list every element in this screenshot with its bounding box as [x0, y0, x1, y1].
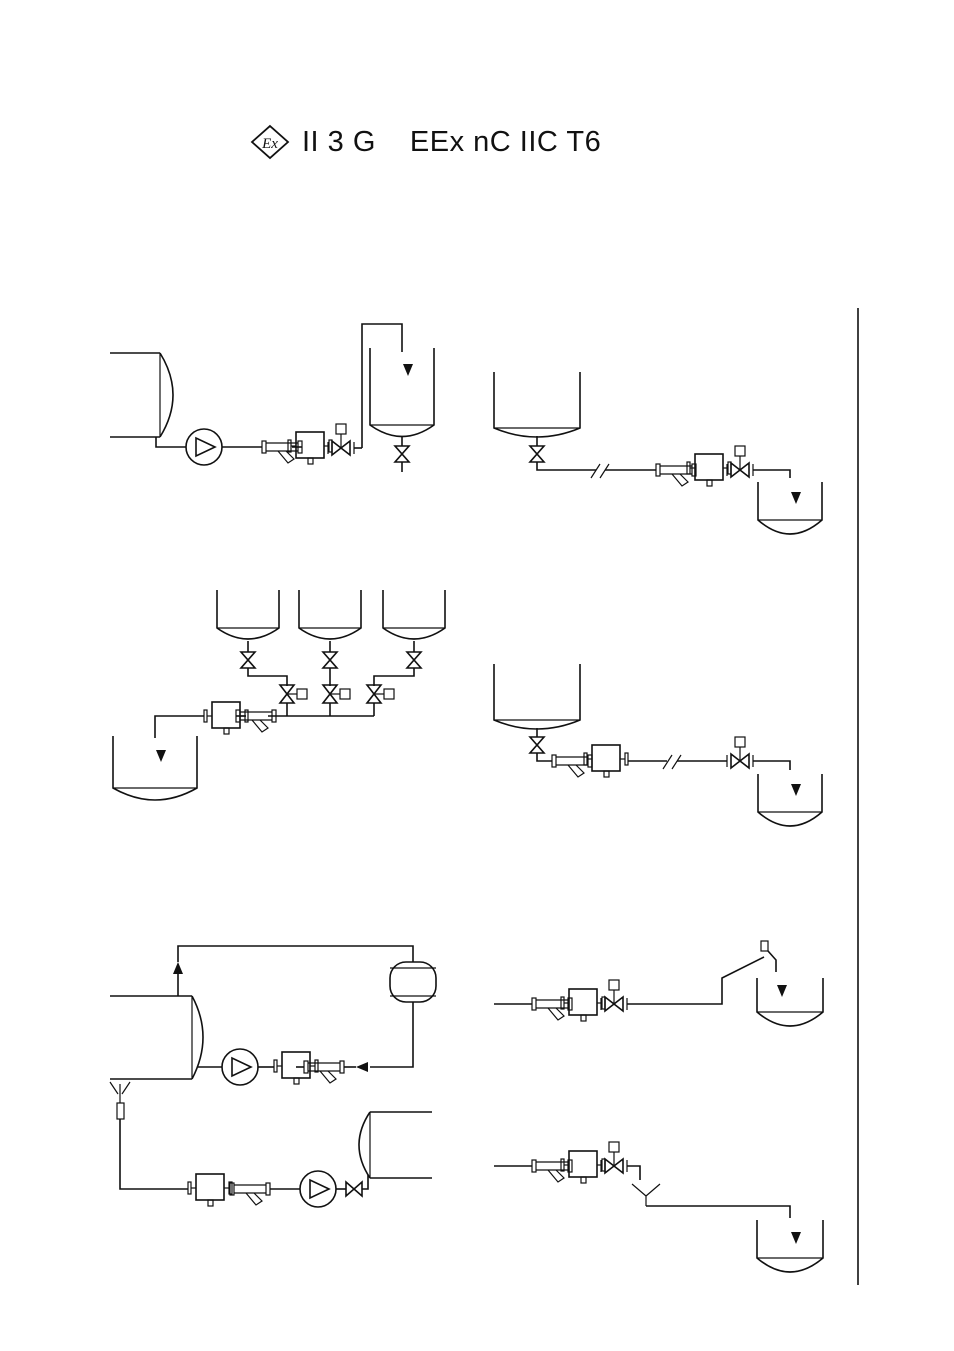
certification-header: Ex II 3 G EEx nC IIC T6: [250, 120, 601, 164]
protection-type-marking: EEx nC IIC T6: [409, 125, 602, 158]
ex-logo-text: Ex: [261, 136, 278, 152]
diagram-three-vessel-manifold: [112, 590, 446, 801]
equipment-group-marking: II 3 G: [302, 125, 376, 158]
diagram-recirculation: [110, 945, 437, 1086]
pump-icon: [185, 428, 223, 466]
diagram-funnel-to-tank: [494, 1141, 824, 1273]
ex-logo-icon: Ex: [250, 124, 290, 160]
diagram-drain-transfer: [109, 1081, 432, 1208]
diagram-gravity-feed: [493, 372, 823, 535]
diagram-vessel-long-line: [493, 664, 823, 827]
diagram-tank-to-vessel: [110, 323, 435, 472]
diagram-riser-to-tank: [494, 940, 824, 1027]
drain-funnel-icon: [631, 1183, 661, 1206]
